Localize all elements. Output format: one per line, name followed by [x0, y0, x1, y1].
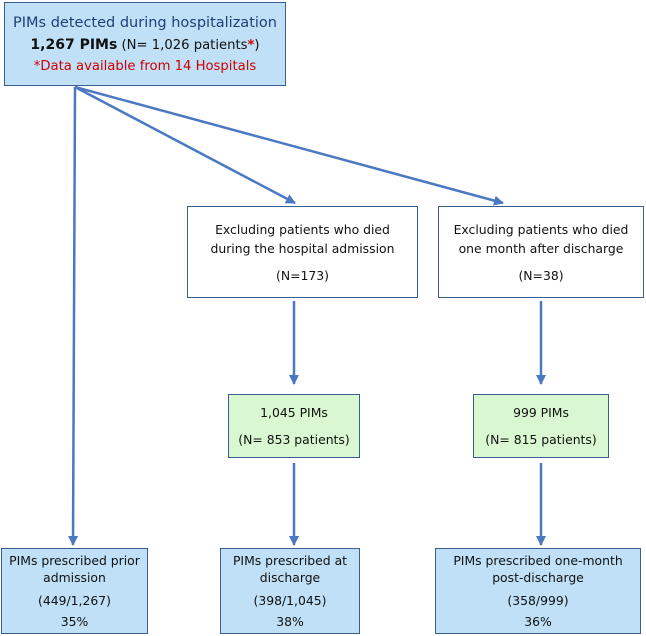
discharge-ratio: (398/1,045) [253, 593, 327, 608]
post-discharge-pct: 36% [524, 614, 552, 629]
pims-count-patients: (N= 1,026 patients [121, 37, 248, 53]
exclusion-hospital-box: Excluding patients who died during the h… [187, 206, 418, 298]
exclusion-hospital-line2: during the hospital admission [210, 240, 395, 256]
post-discharge-line2: post-discharge [492, 570, 584, 585]
pims-month-box: 999 PIMs (N= 815 patients) [473, 394, 609, 458]
prior-admission-box: PIMs prescribed prior admission (449/1,2… [1, 548, 148, 634]
pims-hospital-patients: (N= 853 patients) [238, 432, 350, 447]
prior-admission-line2: admission [43, 570, 106, 585]
exclusion-month-line1: Excluding patients who died [453, 221, 629, 237]
pims-month-count: 999 PIMs [513, 405, 569, 420]
prior-admission-pct: 35% [60, 614, 89, 629]
pims-count-bold: 1,267 PIMs [30, 36, 118, 53]
exclusion-hospital-n: (N=173) [276, 267, 329, 283]
arrow-to-excl-hospital [74, 85, 296, 205]
post-discharge-ratio: (358/999) [507, 593, 569, 608]
exclusion-month-n: (N=38) [518, 267, 564, 283]
discharge-line1: PIMs prescribed at [232, 553, 348, 568]
pims-detected-box: PIMs detected during hospitalization 1,2… [4, 2, 286, 86]
post-discharge-line1: PIMs prescribed one-month [453, 553, 623, 568]
pims-hospital-box: 1,045 PIMs (N= 853 patients) [228, 394, 360, 458]
prior-admission-ratio: (449/1,267) [38, 593, 111, 608]
arrow-to-excl-month [74, 85, 504, 206]
pims-hospital-count: 1,045 PIMs [260, 405, 328, 420]
pims-detected-title: PIMs detected during hospitalization [13, 14, 277, 31]
data-availability-note: *Data available from 14 Hospitals [33, 58, 257, 74]
exclusion-hospital-line1: Excluding patients who died [215, 221, 390, 237]
prior-admission-line1: PIMs prescribed prior [9, 553, 140, 568]
discharge-pct: 38% [276, 614, 304, 629]
arrow-to-prior-admission [68, 86, 79, 546]
discharge-box: PIMs prescribed at discharge (398/1,045)… [220, 548, 360, 634]
discharge-line2: discharge [259, 570, 321, 585]
exclusion-month-line2: one month after discharge [458, 240, 624, 256]
post-discharge-box: PIMs prescribed one-month post-discharge… [435, 548, 641, 634]
pims-month-patients: (N= 815 patients) [485, 432, 597, 447]
exclusion-month-box: Excluding patients who died one month af… [438, 206, 644, 298]
pims-detected-count: 1,267 PIMs (N= 1,026 patients*) [30, 37, 259, 53]
pims-count-close: ) [254, 37, 260, 53]
pims-count-asterisk: * [247, 37, 255, 53]
